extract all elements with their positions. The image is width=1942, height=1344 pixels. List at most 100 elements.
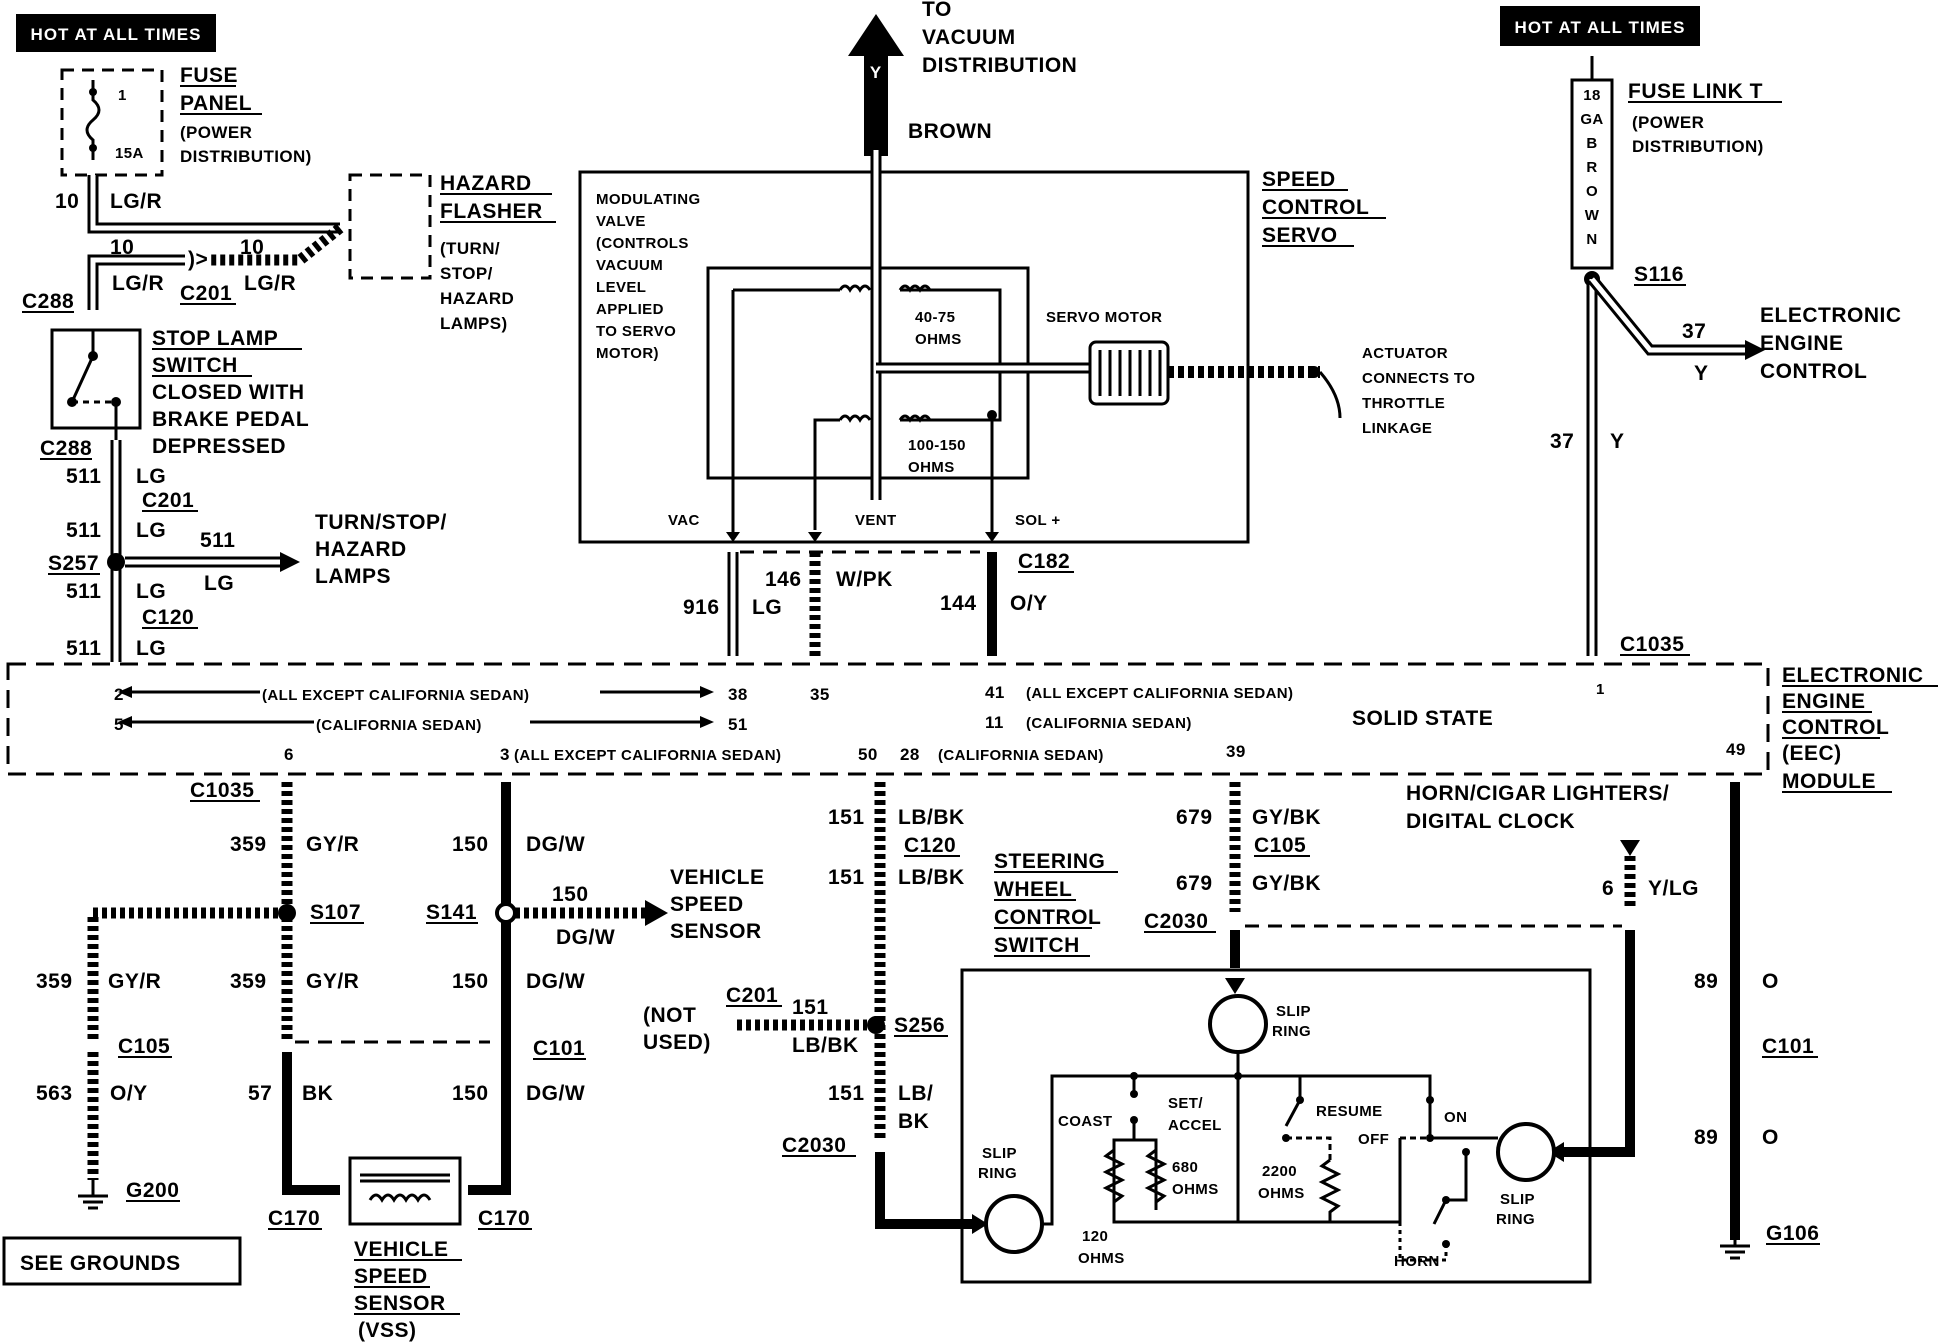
s107: S107	[310, 901, 361, 924]
modulating-7: TO SERVO	[596, 323, 676, 340]
c101b: C101	[1762, 1035, 1814, 1058]
fuse-panel-title1: FUSE	[180, 64, 238, 87]
hazard-sub4: LAMPS)	[440, 314, 508, 333]
hazard-title1: HAZARD	[440, 172, 532, 195]
hot-left-badge	[16, 14, 216, 52]
fuse-link-title: FUSE LINK T	[1628, 80, 1763, 103]
svg-text:W: W	[1585, 207, 1600, 224]
turn-stop-2: HAZARD	[315, 538, 407, 561]
svg-text:BK: BK	[898, 1110, 929, 1133]
svg-text:150: 150	[452, 833, 489, 856]
vss-bottom-3: SENSOR	[354, 1292, 446, 1315]
svg-text:511: 511	[66, 519, 101, 542]
c170a: C170	[268, 1207, 320, 1230]
svg-text:GA: GA	[1580, 111, 1603, 128]
wire-10a-color: LG/R	[110, 190, 162, 213]
resume-label: RESUME	[1316, 1103, 1383, 1120]
pin-28: 28	[900, 745, 920, 764]
s116: S116	[1634, 263, 1684, 286]
solid-state: SOLID STATE	[1352, 707, 1493, 730]
steering-2: WHEEL	[994, 878, 1072, 901]
hot-right-badge	[1500, 6, 1700, 46]
svg-text:511: 511	[66, 465, 101, 488]
eec-label-3: CONTROL	[1782, 716, 1889, 739]
sol-port: SOL +	[1015, 512, 1061, 529]
coast-label: COAST	[1058, 1113, 1113, 1130]
eec-right-1: ELECTRONIC	[1760, 304, 1902, 327]
wire-10b-color: LG/R	[112, 272, 164, 295]
svg-text:359: 359	[230, 833, 267, 856]
pin-51: 51	[728, 715, 748, 734]
to-vacuum-1: TO	[922, 0, 952, 21]
c2030a: C2030	[782, 1134, 846, 1157]
c201a: C201	[180, 282, 232, 305]
wire-10c-color: LG/R	[244, 272, 296, 295]
vss-bottom-2: SPEED	[354, 1265, 428, 1288]
stop-switch-4: BRAKE PEDAL	[152, 408, 309, 431]
svg-text:LG: LG	[752, 596, 782, 619]
svg-text:O: O	[1762, 1126, 1779, 1149]
stop-lamp-switch	[50, 328, 142, 440]
hazard-sub1: (TURN/	[440, 239, 500, 258]
speed-control-servo	[578, 150, 1342, 544]
c288a: C288	[22, 290, 74, 313]
svg-text:O: O	[1586, 183, 1598, 200]
svg-text:(CALIFORNIA SEDAN): (CALIFORNIA SEDAN)	[316, 717, 482, 734]
hazard-sub3: HAZARD	[440, 289, 514, 308]
svg-text:(POWER: (POWER	[1632, 113, 1704, 132]
svg-text:511: 511	[66, 580, 101, 603]
svg-text:Y: Y	[1694, 362, 1709, 385]
svg-text:LG: LG	[204, 572, 234, 595]
pin-1: 1	[1596, 681, 1605, 698]
svg-text:(ALL EXCEPT CALIFORNIA SEDAN): (ALL EXCEPT CALIFORNIA SEDAN)	[1026, 685, 1293, 702]
svg-text:151: 151	[828, 1082, 865, 1105]
fuse-amperage: 15A	[115, 145, 144, 162]
on-label: ON	[1444, 1109, 1467, 1126]
svg-text:O: O	[1762, 970, 1779, 993]
vss-bottom-4: (VSS)	[358, 1319, 417, 1342]
wire-916: 916	[683, 596, 720, 619]
svg-text:Y/LG: Y/LG	[1648, 877, 1699, 900]
fuse-panel-sub1: (POWER	[180, 123, 252, 142]
svg-text:151: 151	[828, 806, 865, 829]
eec-right-3: CONTROL	[1760, 360, 1867, 383]
see-grounds-box	[2, 1236, 242, 1286]
eec-label-4: (EEC)	[1782, 742, 1842, 765]
svg-text:151: 151	[828, 866, 865, 889]
svg-text:DG/W: DG/W	[526, 833, 585, 856]
g106-ground-icon	[1720, 1240, 1750, 1260]
pin-50: 50	[858, 745, 878, 764]
horn-feed-arrow	[1620, 840, 1640, 856]
wire-144-color: O/Y	[1010, 592, 1048, 615]
eec-right-2: ENGINE	[1760, 332, 1844, 355]
ohms-40-75: 40-75	[915, 309, 955, 326]
svg-text:LB/BK: LB/BK	[898, 866, 965, 889]
to-vacuum-3: DISTRIBUTION	[922, 54, 1077, 77]
g106: G106	[1766, 1222, 1819, 1245]
svg-text:89: 89	[1694, 970, 1718, 993]
c120b: C120	[904, 834, 956, 857]
slip-ring-top-1: SLIP	[1276, 1003, 1311, 1020]
turn-stop-1: TURN/STOP/	[315, 511, 447, 534]
c170b: C170	[478, 1207, 530, 1230]
off-label: OFF	[1358, 1131, 1389, 1148]
svg-text:OHMS: OHMS	[1258, 1185, 1305, 1202]
steering-1: STEERING	[994, 850, 1105, 873]
wire-146-color: W/PK	[836, 568, 893, 591]
svg-text:GY/BK: GY/BK	[1252, 872, 1321, 895]
svg-text:(ALL EXCEPT CALIFORNIA SEDAN): (ALL EXCEPT CALIFORNIA SEDAN)	[262, 687, 529, 704]
svg-text:37: 37	[1550, 430, 1574, 453]
slip-ring-top-2: RING	[1272, 1023, 1311, 1040]
fuse-panel: 1 15A FUSE PANEL (POWER DISTRIBUTION)	[60, 64, 312, 177]
slip-ring-right-1: SLIP	[1500, 1191, 1535, 1208]
hazard-sub2: STOP/	[440, 264, 493, 283]
fuse-panel-sub2: DISTRIBUTION)	[180, 147, 312, 166]
svg-text:BK: BK	[302, 1082, 333, 1105]
stop-switch-3: CLOSED WITH	[152, 381, 305, 404]
ohms-2200: 2200	[1262, 1163, 1297, 1180]
eec-label-2: ENGINE	[1782, 690, 1866, 713]
c101a: C101	[533, 1037, 585, 1060]
svg-text:OHMS: OHMS	[1078, 1250, 1125, 1267]
c201c: C201	[726, 984, 778, 1007]
c288b: C288	[40, 437, 92, 460]
